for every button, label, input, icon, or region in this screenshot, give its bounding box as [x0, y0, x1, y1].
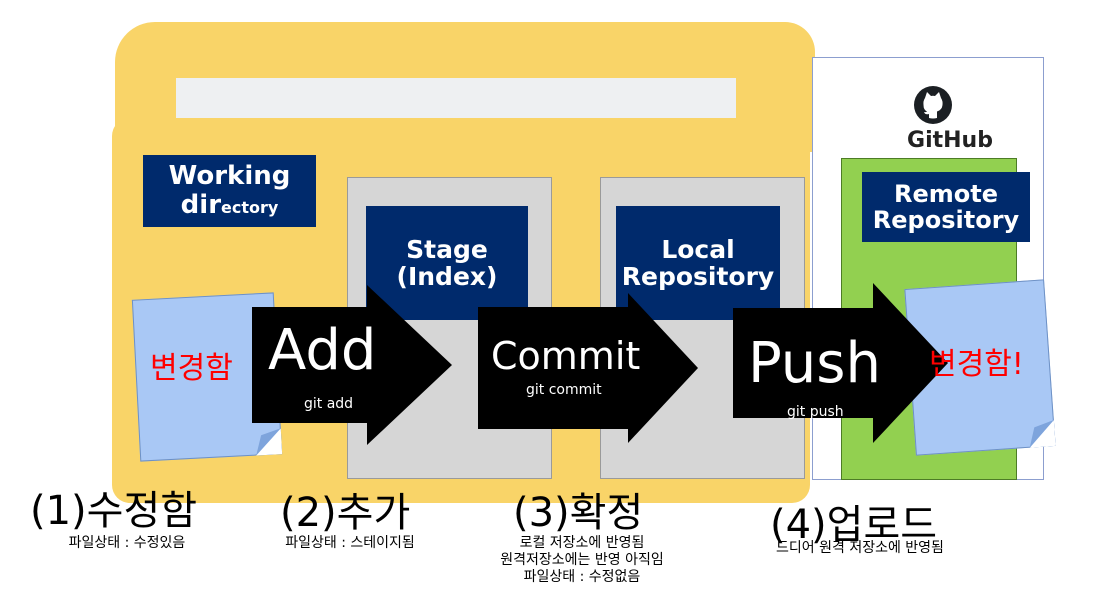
step-2-status: 파일상태 : 스테이지됨	[285, 535, 415, 551]
local-repository-label: Local Repository	[616, 206, 780, 320]
step-3-line-2: 원격저장소에는 반영 아직임	[500, 552, 664, 569]
remote-repository-line2: Repository	[872, 206, 1020, 234]
working-directory-label: Working directory	[143, 155, 316, 227]
step-1-status: 파일상태 : 수정있음	[68, 535, 186, 551]
add-arrow	[252, 285, 452, 445]
step-4-title: (4)업로드	[770, 502, 938, 548]
step-3-status: 로컬 저장소에 반영됨 원격저장소에는 반영 아직임 파일상태 : 수정없음	[467, 535, 697, 586]
note-fold-icon	[256, 428, 283, 456]
local-repository-line1: Local	[661, 234, 735, 264]
commit-arrow-label: Commit	[491, 334, 641, 378]
github-octocat-icon	[914, 86, 952, 124]
push-arrow	[733, 283, 948, 443]
step-4-status: 드디어 원격 저장소에 반영됨	[776, 540, 944, 556]
stage-line2: (Index)	[396, 262, 498, 291]
push-arrow-command: git push	[787, 404, 844, 420]
step-3-title: (3)확정	[513, 490, 644, 536]
remote-repository-line1: Remote	[893, 179, 998, 208]
working-directory-line1: Working	[168, 161, 291, 192]
stage-line1: Stage	[406, 234, 488, 264]
add-arrow-label: Add	[268, 318, 377, 383]
remote-file-note	[904, 279, 1056, 456]
local-note-text: 변경함	[150, 351, 233, 386]
step-1-title: (1)수정함	[30, 488, 198, 534]
note-fold-icon	[1029, 419, 1056, 448]
remote-repository-label: Remote Repository	[862, 172, 1030, 242]
step-2-title: (2)추가	[280, 490, 411, 536]
github-label: GitHub	[907, 128, 993, 153]
local-repository-line2: Repository	[621, 262, 775, 291]
commit-arrow-command: git commit	[526, 382, 602, 398]
add-arrow-command: git add	[304, 396, 354, 412]
step-3-line-3: 파일상태 : 수정없음	[523, 569, 641, 586]
push-arrow-label: Push	[748, 331, 881, 396]
modified-file-note	[131, 292, 283, 462]
working-directory-line2-small: ectory	[221, 198, 279, 217]
commit-arrow	[478, 293, 698, 443]
step-3-line-1: 로컬 저장소에 반영됨	[519, 535, 645, 551]
working-directory-line2-big: dir	[180, 190, 222, 220]
stage-label: Stage (Index)	[366, 206, 528, 320]
remote-note-text: 변경함!	[929, 347, 1024, 382]
